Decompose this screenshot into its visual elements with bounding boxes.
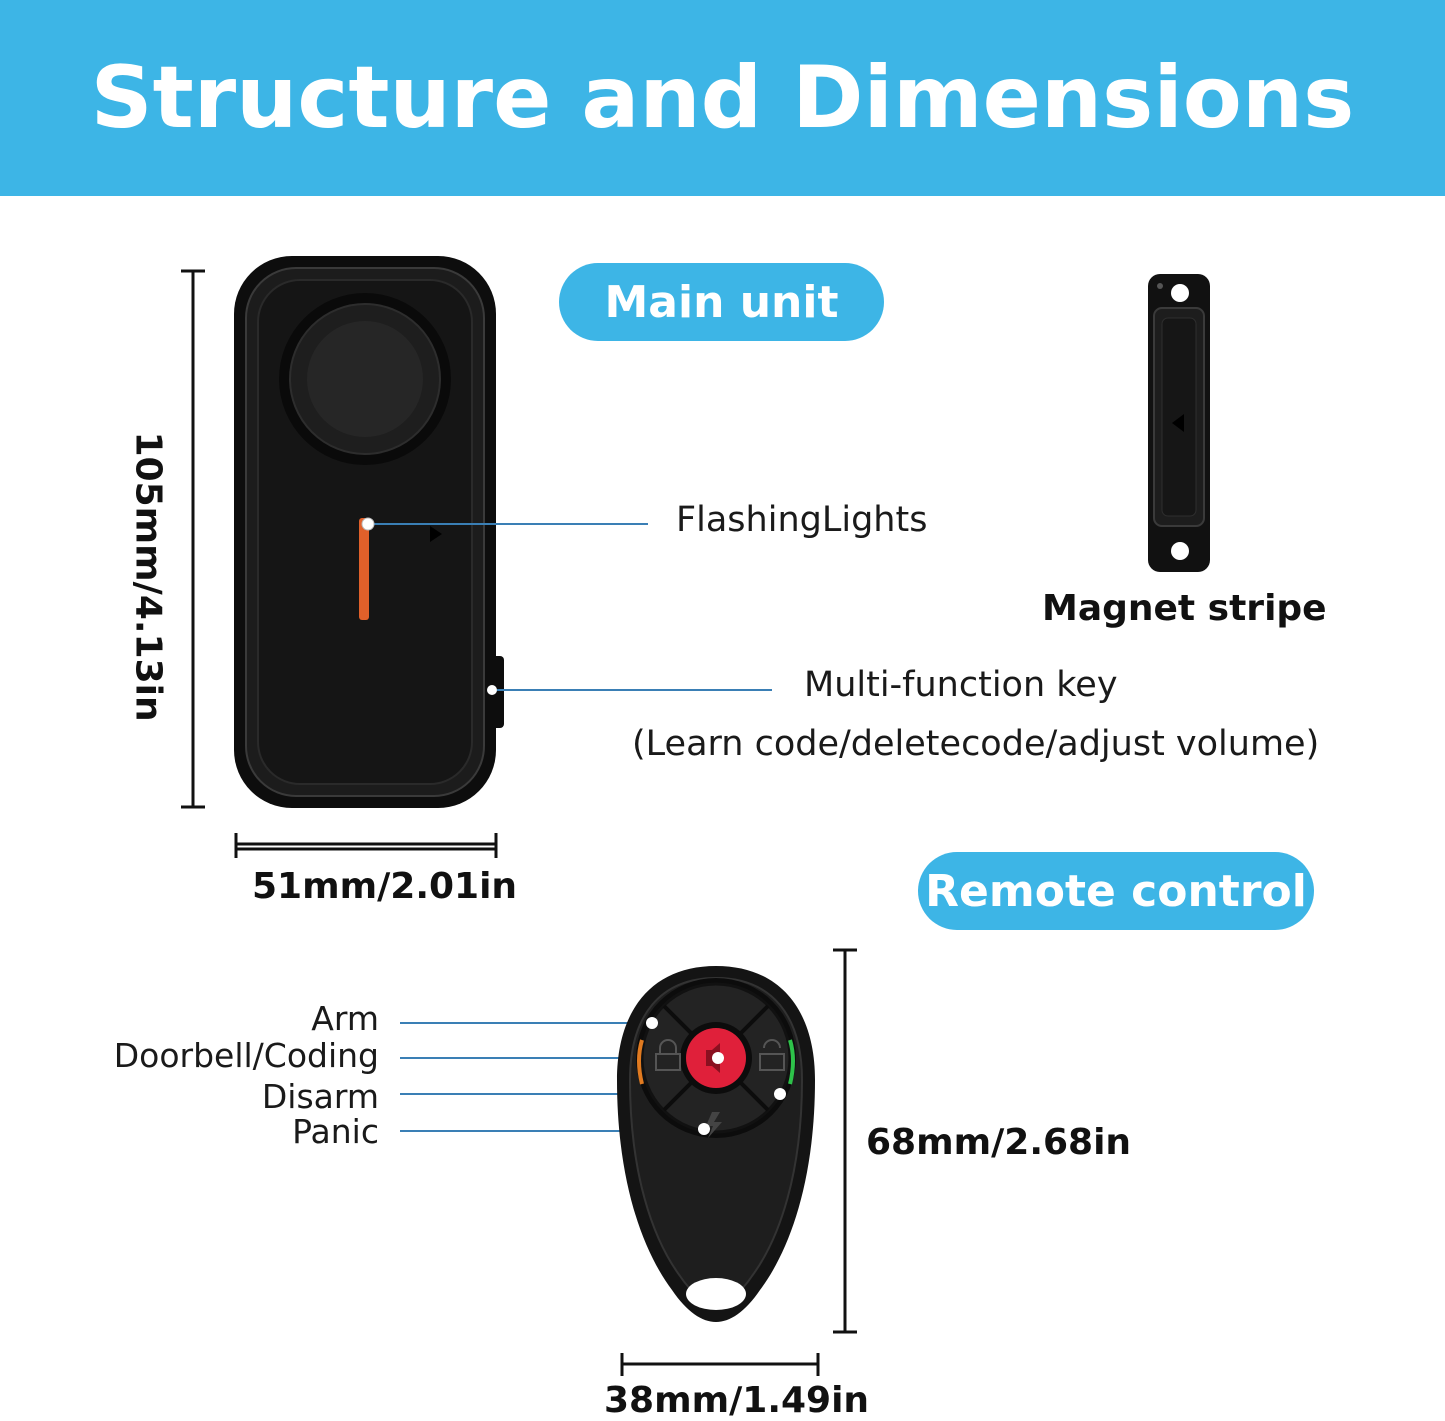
flashing-lights-label: FlashingLights: [676, 500, 928, 540]
flashing-lights-dot: [361, 517, 375, 531]
main-unit-device: [234, 256, 504, 808]
main-width-dimension-bar: [234, 833, 498, 858]
remote-height-label: 68mm/2.68in: [866, 1122, 1132, 1163]
magnet-stripe-label: Magnet stripe: [1042, 588, 1327, 629]
main-height-label: 105mm/4.13in: [127, 431, 169, 722]
main-unit-pill: Main unit: [559, 263, 884, 341]
remote-device: [617, 966, 815, 1322]
remote-control-pill: Remote control: [918, 852, 1314, 930]
remote-width-dimension-bar: [620, 1353, 820, 1376]
main-unit-pill-label: Main unit: [604, 276, 839, 328]
remote-panic-label: Panic: [292, 1112, 379, 1151]
multi-function-key-note: (Learn code/deletecode/adjust volume): [632, 724, 1320, 764]
remote-height-dimension-bar: [833, 948, 857, 1334]
multi-function-key-label: Multi-function key: [804, 665, 1118, 705]
remote-arm-label: Arm: [311, 999, 379, 1038]
main-height-dimension-bar: [181, 269, 205, 809]
page-title: Structure and Dimensions: [90, 48, 1355, 148]
header-banner: Structure and Dimensions: [0, 0, 1445, 196]
remote-disarm-label: Disarm: [261, 1077, 379, 1116]
magnet-stripe-device: [1148, 274, 1210, 572]
remote-width-label: 38mm/1.49in: [604, 1380, 870, 1421]
main-width-label: 51mm/2.01in: [252, 866, 518, 907]
remote-doorbell-label: Doorbell/Coding: [113, 1036, 379, 1075]
remote-control-pill-label: Remote control: [925, 865, 1307, 917]
